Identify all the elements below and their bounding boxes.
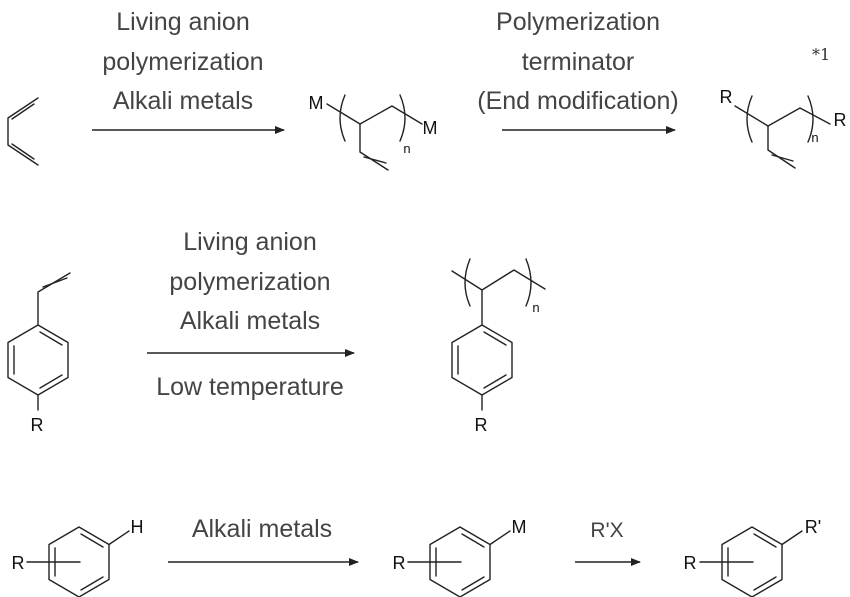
right-bracket [807, 95, 814, 143]
end-group-label: M [309, 93, 324, 113]
double-bond [363, 156, 387, 164]
benzene-ring [451, 324, 513, 396]
substituted-polystyrene-structure: n R [451, 258, 546, 435]
substituent-label: R [393, 553, 406, 573]
left-bracket [339, 94, 346, 142]
substituent-label: R [684, 553, 697, 573]
substituted-benzene-structure: R H [12, 517, 144, 597]
substituent-label: R [475, 415, 488, 435]
living-polybutadiene-structure: M n M [309, 93, 438, 171]
metalated-benzene-structure: R M [393, 517, 527, 597]
atom-label: R' [805, 517, 821, 537]
end-group-label: M [423, 118, 438, 138]
reaction2-conditions: Living anion polymerization Alkali metal… [156, 228, 344, 401]
left-bracket [746, 95, 753, 143]
condition-line: polymerization [169, 268, 330, 296]
condition-line: Living anion [183, 228, 316, 256]
condition-line: (End modification) [477, 87, 678, 115]
reaction1-step1-conditions: Living anion polymerization Alkali metal… [102, 8, 263, 115]
double-bond [771, 154, 794, 162]
condition-line: Polymerization [496, 8, 660, 36]
substituent-label: R [12, 553, 25, 573]
atom-label: H [131, 517, 144, 537]
end-modified-polybutadiene-structure: R n R [720, 87, 847, 169]
repeat-subscript: n [532, 300, 539, 315]
end-group-label: R [834, 110, 847, 130]
benzene-ring [7, 324, 69, 396]
reaction1-step2-conditions: Polymerization terminator (End modificat… [477, 8, 678, 115]
condition-line: polymerization [102, 48, 263, 76]
condition-line: terminator [522, 48, 635, 76]
atom-label: M [512, 517, 527, 537]
footnote-marker: *1 [812, 45, 830, 64]
repeat-subscript: n [811, 130, 818, 145]
alkylated-benzene-structure: R R' [684, 517, 821, 597]
reaction3-step2-conditions: R'X [590, 519, 623, 542]
end-group-label: R [720, 87, 733, 107]
condition-line: Alkali metals [113, 87, 253, 115]
substituent-label: R [31, 415, 44, 435]
repeat-subscript: n [403, 141, 410, 156]
condition-line: Alkali metals [180, 307, 320, 335]
reaction3-step1-conditions: Alkali metals [192, 515, 332, 543]
right-bracket [525, 258, 532, 307]
condition-line: Living anion [116, 8, 249, 36]
substituted-styrene-structure: R [7, 272, 71, 435]
left-bracket [464, 258, 471, 307]
right-bracket [399, 94, 406, 142]
condition-line: Low temperature [156, 373, 344, 401]
butadiene-structure [7, 97, 39, 166]
